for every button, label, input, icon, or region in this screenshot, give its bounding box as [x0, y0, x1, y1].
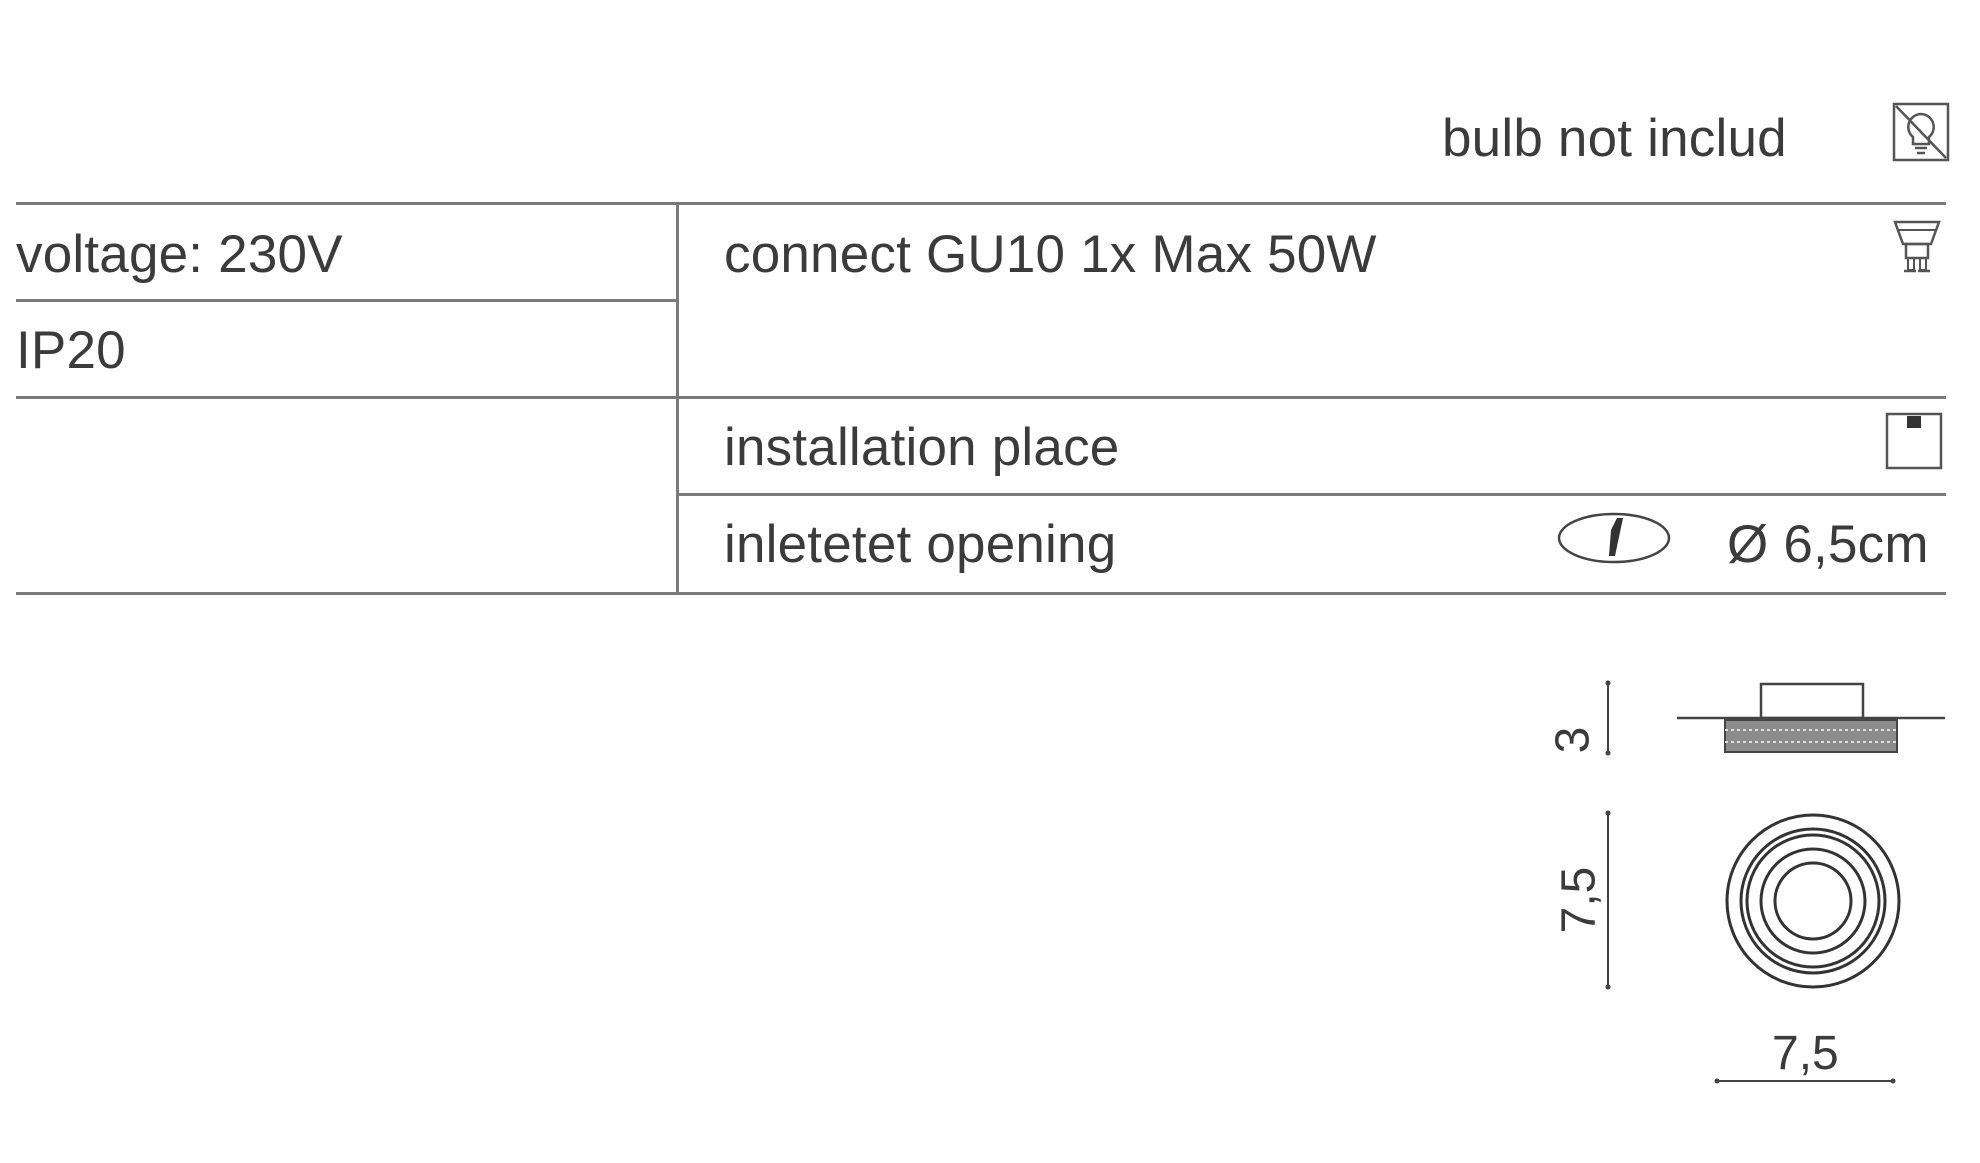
opening-diameter-text: Ø 6,5cm [1727, 515, 1929, 574]
table-top-border [16, 202, 1946, 205]
ceiling-installation-icon [1885, 412, 1943, 470]
bulb-crossed-icon [1892, 102, 1950, 162]
diameter-dimension-label: 7,5 [1552, 866, 1606, 934]
front-view-drawing [1724, 812, 1902, 990]
table-bottom-border [16, 592, 1946, 595]
width-dimension-line [1714, 1076, 1896, 1086]
bulb-not-included-text: bulb not includ [1442, 109, 1787, 168]
column-divider [676, 202, 679, 595]
cutout-hole-icon [1556, 508, 1672, 568]
ip-rating-text: IP20 [16, 321, 126, 380]
diameter-dimension-line [1603, 810, 1613, 990]
side-view-drawing [1677, 680, 1947, 756]
row-divider-installation [678, 493, 1946, 496]
height-dimension-line [1603, 680, 1613, 756]
inlet-opening-text: inletetet opening [724, 515, 1117, 574]
width-dimension-label: 7,5 [1772, 1027, 1839, 1080]
installation-place-text: installation place [724, 418, 1120, 477]
height-dimension-label: 3 [1546, 726, 1600, 754]
gu10-lamp-icon [1892, 218, 1942, 278]
connect-text: connect GU10 1x Max 50W [724, 225, 1377, 284]
row-divider-middle [16, 396, 1946, 399]
voltage-text: voltage: 230V [16, 225, 343, 284]
row-divider-voltage [16, 299, 678, 302]
